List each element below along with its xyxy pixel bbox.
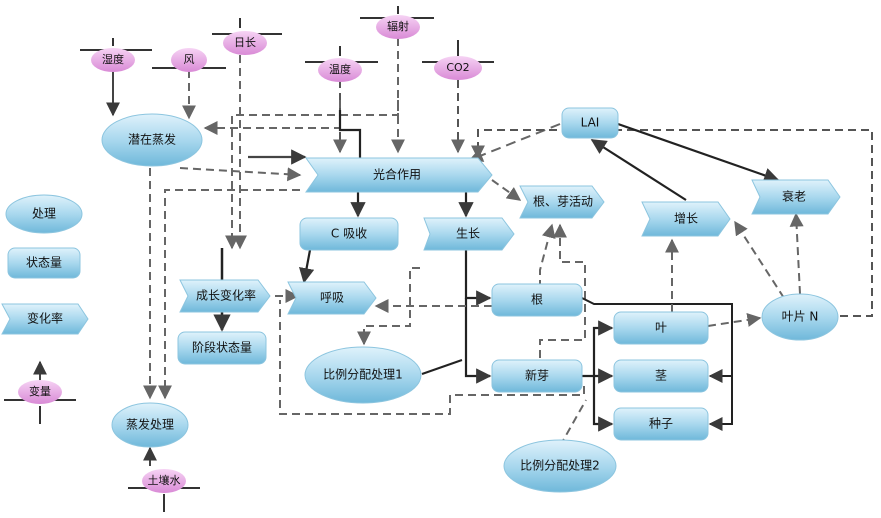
rate-growth2-label: 增长 — [674, 212, 698, 226]
edge-shoot-seed — [592, 376, 614, 432]
state-shoot-label: 新芽 — [525, 368, 549, 383]
edge-shoot-rootbud — [539, 223, 586, 358]
rate-growth2: 增长 — [641, 201, 731, 237]
legend-rate-label: 变化率 — [27, 311, 63, 326]
state-leaf-label: 叶 — [655, 321, 667, 335]
edge-growth-shoot — [464, 298, 492, 384]
legend-process: 处理 — [5, 194, 83, 234]
variable-radiation: 辐射 — [360, 6, 434, 39]
variable-wind: 风 — [152, 48, 226, 72]
rate-photosynthesis-label: 光合作用 — [373, 167, 421, 182]
variable-humidity-label: 湿度 — [102, 52, 124, 66]
process-partition1-label: 比例分配处理1 — [323, 368, 403, 382]
edge-photo-evapproc — [158, 189, 300, 400]
variable-radiation-label: 辐射 — [387, 19, 409, 33]
variable-temperature-label: 温度 — [329, 62, 351, 76]
variable-soil-water: 土壤水 — [128, 469, 200, 512]
variable-daylength: 日长 — [212, 18, 282, 55]
edge-photo-rootbud — [491, 179, 522, 201]
edge-partition2-shoot — [559, 399, 587, 447]
rate-root-bud-activity-label: 根、芽活动 — [533, 195, 593, 209]
edge-shoot-leaf — [592, 320, 614, 376]
process-evap: 蒸发处理 — [111, 402, 189, 448]
state-root-label: 根 — [531, 293, 543, 307]
rate-senescence: 衰老 — [751, 179, 841, 215]
state-stem: 茎 — [613, 359, 709, 393]
edge-growth2-lai — [590, 139, 687, 201]
edge-root-right — [581, 297, 733, 431]
edge-root-partition — [357, 267, 420, 346]
rate-senescence-label: 衰老 — [782, 189, 806, 204]
edge-partition1-shoot — [421, 359, 463, 375]
process-leaf-n: 叶片 N — [761, 293, 839, 341]
state-stage-label: 阶段状态量 — [192, 340, 252, 355]
variable-co2-label: CO2 — [446, 61, 469, 74]
edge-leaf-leafn — [707, 312, 762, 327]
state-stem-label: 茎 — [655, 369, 667, 383]
process-potential-evap: 潜在蒸发 — [101, 113, 203, 167]
state-shoot: 新芽 — [491, 359, 583, 393]
legend-state: 状态量 — [7, 247, 81, 279]
rate-respiration-label: 呼吸 — [320, 291, 344, 305]
edge-evap-photo2 — [179, 167, 302, 182]
edge-leafn-growth2 — [734, 220, 785, 299]
variable-soil-water-label: 土壤水 — [148, 473, 181, 487]
variables: 湿度 风 日长 辐射 温度 CO2 — [80, 6, 494, 512]
edge-rad-dev — [225, 100, 399, 250]
rate-growth: 生长 — [423, 217, 515, 251]
state-leaf: 叶 — [613, 311, 709, 345]
edge-leafn-senescence — [789, 212, 804, 295]
legend-process-label: 处理 — [32, 207, 56, 221]
rates: 光合作用 根、芽活动 生长 增长 衰老 成长变化率 呼吸 — [179, 157, 841, 315]
edge-cabsorb-resp — [298, 249, 315, 284]
legend-state-label: 状态量 — [26, 256, 62, 270]
state-c-absorb-label: C 吸收 — [331, 227, 367, 241]
legend: 处理 状态量 变化率 变量 — [1, 194, 89, 424]
processes: 潜在蒸发 蒸发处理 比例分配处理1 比例分配处理2 叶片 N — [101, 113, 839, 493]
state-root: 根 — [491, 283, 583, 317]
edge-shoot-loop — [279, 300, 585, 415]
variable-daylength-label: 日长 — [234, 36, 256, 49]
variable-temperature: 温度 — [305, 46, 378, 82]
legend-rate: 变化率 — [1, 303, 89, 335]
variable-wind-label: 风 — [184, 53, 195, 66]
edge-temp-dev — [338, 110, 362, 160]
rate-respiration: 呼吸 — [287, 281, 377, 315]
rate-dev-label: 成长变化率 — [196, 288, 256, 303]
legend-variable: 变量 — [4, 380, 76, 424]
process-partition2: 比例分配处理2 — [503, 439, 617, 493]
edge-lai-photo — [468, 123, 561, 162]
rate-photosynthesis: 光合作用 — [305, 157, 493, 193]
process-potential-evap-label: 潜在蒸发 — [128, 132, 176, 147]
variable-co2: CO2 — [422, 40, 494, 80]
state-seed-label: 种子 — [649, 417, 673, 431]
state-stage: 阶段状态量 — [177, 331, 267, 365]
process-leaf-n-label: 叶片 N — [782, 310, 819, 324]
edge-growth-root — [464, 250, 492, 306]
process-evap-label: 蒸发处理 — [126, 417, 174, 432]
rate-dev: 成长变化率 — [179, 279, 271, 313]
state-c-absorb: C 吸收 — [299, 217, 399, 251]
process-partition1: 比例分配处理1 — [304, 346, 422, 404]
variable-humidity: 湿度 — [80, 38, 152, 72]
rate-growth-label: 生长 — [456, 227, 480, 241]
legend-variable-label: 变量 — [29, 384, 51, 398]
state-seed: 种子 — [613, 407, 709, 441]
rate-root-bud-activity: 根、芽活动 — [519, 185, 605, 219]
connectors — [33, 38, 873, 466]
process-partition2-label: 比例分配处理2 — [520, 459, 600, 473]
edge-lai-senescence — [617, 122, 780, 183]
state-lai: LAI — [561, 107, 619, 139]
states: LAI C 吸收 阶段状态量 根 新芽 叶 茎 种子 — [177, 107, 709, 441]
state-lai-label: LAI — [581, 116, 600, 130]
edge-root-rootbud — [539, 223, 556, 288]
